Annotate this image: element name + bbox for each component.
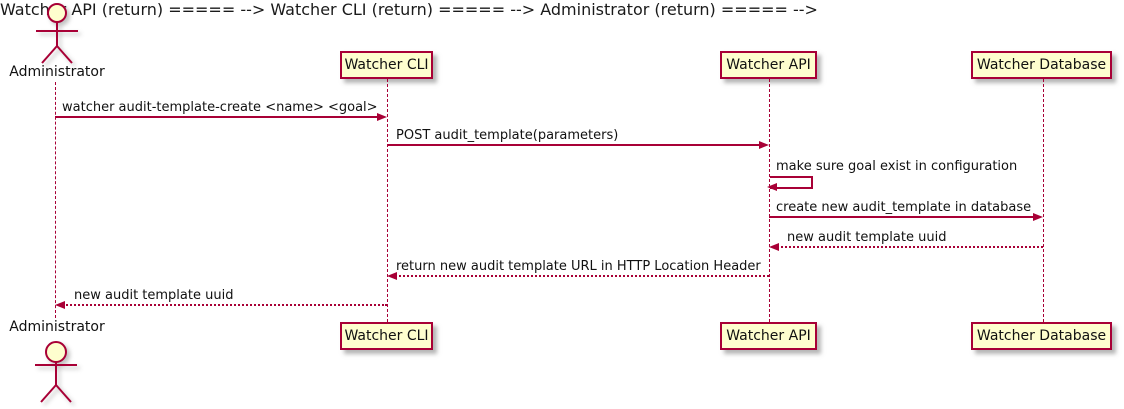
- message-5-arrowhead-icon: [769, 243, 779, 251]
- participant-box-watcher-cli-top: Watcher CLI: [340, 51, 433, 79]
- message-7-label: new audit template uuid: [74, 288, 234, 303]
- participant-box-watcher-api-top: Watcher API: [720, 51, 817, 79]
- lifeline-administrator: [55, 82, 56, 318]
- actor-label-bottom: Administrator: [9, 319, 105, 335]
- participant-label: Watcher Database: [976, 328, 1107, 344]
- actor-administrator-top-icon: [36, 3, 78, 64]
- message-5-line: [777, 246, 1043, 248]
- participant-label: Watcher API: [726, 57, 811, 73]
- participant-label: Watcher API: [726, 328, 811, 344]
- participant-label: Watcher CLI: [344, 57, 429, 73]
- message-5-label: new audit template uuid: [787, 230, 947, 245]
- message-4-arrowhead-icon: [1033, 213, 1043, 221]
- message-6-label: return new audit template URL in HTTP Lo…: [396, 259, 761, 274]
- message-3-self-loop: [770, 176, 813, 189]
- participant-box-watcher-cli-bottom: Watcher CLI: [340, 322, 433, 350]
- participant-box-watcher-database-top: Watcher Database: [971, 51, 1112, 79]
- participant-box-watcher-api-bottom: Watcher API: [720, 322, 817, 350]
- lifeline-watcher-cli: [387, 79, 388, 322]
- message-6-line: [395, 275, 769, 277]
- actor-administrator-bottom-icon: [35, 341, 77, 403]
- message-3-arrowhead-icon: [767, 183, 777, 191]
- message-7-arrowhead-icon: [55, 301, 65, 309]
- message-7-line: [63, 304, 387, 306]
- lifeline-watcher-api: [769, 79, 770, 322]
- message-4-label: create new audit_template in database: [776, 200, 1032, 215]
- participant-box-watcher-database-bottom: Watcher Database: [971, 322, 1112, 350]
- message-4-line: [769, 216, 1035, 218]
- message-2-label: POST audit_template(parameters): [396, 128, 619, 143]
- message-2-arrowhead-icon: [759, 141, 769, 149]
- actor-label-top: Administrator: [9, 64, 105, 80]
- lifeline-watcher-database: [1043, 79, 1044, 322]
- message-3-label: make sure goal exist in configuration: [776, 159, 1018, 174]
- message-1-arrowhead-icon: [377, 113, 387, 121]
- message-6-arrowhead-icon: [387, 272, 397, 280]
- participant-label: Watcher Database: [976, 57, 1107, 73]
- message-1-line: [55, 116, 379, 118]
- message-1-label: watcher audit-template-create <name> <go…: [62, 100, 378, 115]
- message-2-line: [387, 144, 761, 146]
- participant-label: Watcher CLI: [344, 328, 429, 344]
